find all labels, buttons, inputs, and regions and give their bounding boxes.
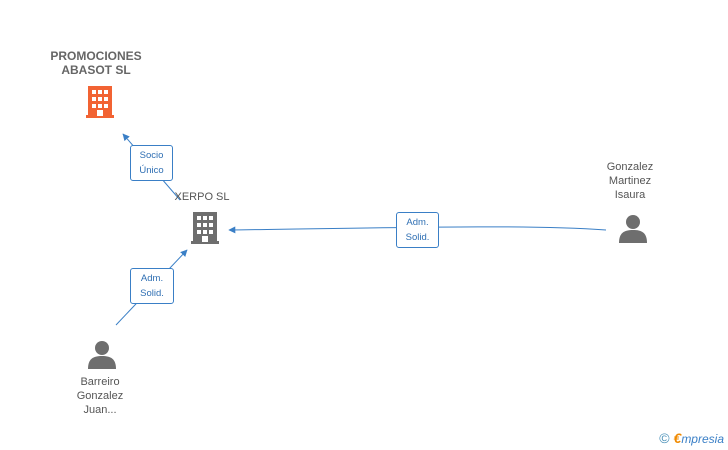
copyright-icon: © — [659, 430, 670, 446]
node-label-barreiro[interactable]: Barreiro Gonzalez Juan... — [60, 375, 140, 417]
edge-label-line: Socio — [139, 150, 164, 161]
node-label-gonzalez[interactable]: Gonzalez Martinez Isaura — [590, 160, 670, 202]
edge-label-adm-solid-right[interactable]: Adm. Solid. — [396, 212, 439, 248]
edge-label-line: Solid. — [405, 232, 430, 243]
node-label-xerpo[interactable]: XERPO SL — [162, 190, 242, 204]
person-icon[interactable] — [619, 215, 647, 243]
node-label-line: Gonzalez — [76, 390, 124, 402]
edge-label-adm-solid-left[interactable]: Adm. Solid. — [130, 268, 174, 304]
person-icon[interactable] — [88, 341, 116, 369]
brand-e: € — [673, 430, 682, 446]
building-icon[interactable] — [86, 86, 114, 118]
node-label-promociones[interactable]: PROMOCIONES ABASOT SL — [36, 49, 156, 77]
empresia-logo[interactable]: ©€mpresia — [659, 430, 724, 446]
node-label-line: Barreiro — [80, 376, 120, 388]
edge-label-line: Único — [139, 165, 164, 176]
edge-label-line: Adm. — [406, 217, 429, 228]
edge-gonzalez-to-xerpo — [228, 226, 607, 234]
node-label-line: XERPO SL — [174, 191, 230, 203]
edge-label-line: Solid. — [140, 288, 164, 299]
brand-name: mpresia — [681, 432, 724, 446]
node-label-line: Isaura — [614, 189, 646, 201]
node-label-line: ABASOT SL — [61, 63, 131, 77]
node-label-line: PROMOCIONES — [50, 49, 142, 63]
node-label-line: Juan... — [83, 404, 117, 416]
node-label-line: Gonzalez — [606, 161, 654, 173]
edge-label-socio-unico[interactable]: Socio Único — [130, 145, 173, 181]
node-label-line: Martinez — [608, 175, 652, 187]
edge-label-line: Adm. — [140, 273, 164, 284]
building-icon[interactable] — [191, 212, 219, 244]
